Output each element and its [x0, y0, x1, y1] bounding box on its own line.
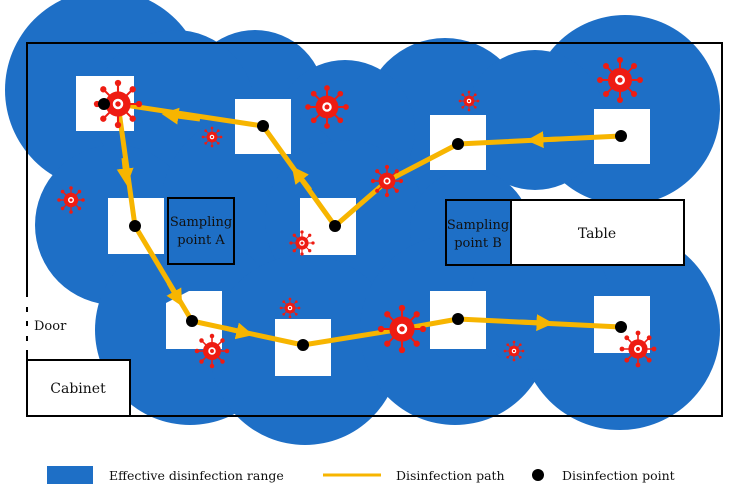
svg-text:point A: point A — [177, 233, 225, 248]
virus-icon — [56, 185, 86, 215]
svg-text:Sampling: Sampling — [170, 215, 232, 230]
disinfection-points — [98, 98, 627, 351]
virus-icon — [503, 340, 525, 362]
disinfection-point — [98, 98, 110, 110]
legend: Effective disinfection range Disinfectio… — [47, 466, 675, 484]
svg-text:point B: point B — [454, 236, 502, 251]
disinfection-point — [297, 339, 309, 351]
virus-icon — [201, 126, 223, 148]
disinfection-point — [452, 313, 464, 325]
disinfection-point — [615, 130, 627, 142]
legend-point-swatch — [532, 469, 544, 481]
legend-coverage-label: Effective disinfection range — [109, 468, 284, 483]
svg-text:Sampling: Sampling — [447, 218, 509, 233]
virus-icon — [288, 229, 316, 257]
table: Table — [510, 199, 685, 266]
sampling-point-a: Sampling point A — [167, 197, 235, 265]
sampling-point-b: Sampling point B — [445, 199, 512, 266]
disinfection-point — [329, 220, 341, 232]
disinfection-point — [452, 138, 464, 150]
svg-text:Cabinet: Cabinet — [50, 381, 106, 397]
disinfection-point — [186, 315, 198, 327]
virus-icon — [304, 84, 350, 130]
virus-icon — [376, 303, 428, 355]
door-label: Door — [34, 319, 67, 334]
cabinet: Cabinet — [26, 359, 131, 417]
virus-icon — [458, 90, 480, 112]
virus-icon — [279, 297, 301, 319]
disinfection-point — [615, 321, 627, 333]
obstacles — [76, 76, 650, 376]
disinfection-point — [257, 120, 269, 132]
virus-icon — [596, 56, 644, 104]
disinfection-point — [129, 220, 141, 232]
legend-point-label: Disinfection point — [562, 468, 675, 483]
svg-text:Table: Table — [578, 226, 616, 242]
virus-icon — [370, 164, 404, 198]
path-arrows — [116, 107, 561, 340]
virus-icon — [194, 333, 230, 369]
legend-coverage-swatch — [47, 466, 93, 484]
virus-icon — [618, 329, 658, 369]
legend-path-label: Disinfection path — [396, 468, 505, 483]
